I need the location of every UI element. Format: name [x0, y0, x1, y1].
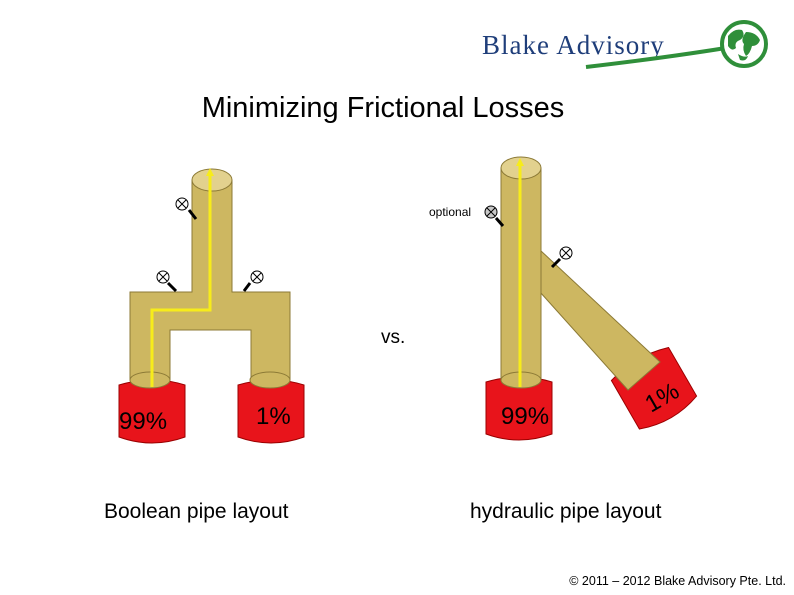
hydraulic-layout-caption: hydraulic pipe layout [470, 500, 662, 523]
logo-wordmark: Blake Advisory [482, 30, 665, 60]
pipe-left-top-opening [191, 168, 233, 192]
valve-icon [242, 270, 264, 292]
copyright-notice: © 2011 – 2012 Blake Advisory Pte. Ltd. [569, 574, 786, 588]
globe-icon [720, 20, 768, 68]
percent-left-tank-a: 99% [119, 408, 167, 435]
percent-left-tank-b: 1% [256, 403, 291, 430]
flow-arrow-left [150, 168, 214, 387]
percent-right-tank-a: 99% [501, 403, 549, 430]
valve-icon [156, 270, 178, 293]
valve-icon [550, 246, 573, 269]
boolean-layout-caption: Boolean pipe layout [104, 500, 289, 523]
pipe-left-outlet-a [129, 371, 171, 389]
valve-icon [484, 205, 505, 227]
valve-icon [175, 197, 198, 220]
hydraulic-pipe-layout: 99% 1% [484, 156, 698, 441]
optional-label: optional [429, 205, 472, 219]
vs-label: vs. [381, 327, 406, 348]
slide-title: Minimizing Frictional Losses [201, 92, 565, 124]
pipe-left-outlet-b [249, 371, 291, 389]
boolean-pipe-layout: 99% 1% [118, 168, 305, 444]
pipe-right-branch [539, 248, 661, 391]
blake-advisory-logo: Blake Advisory [482, 20, 768, 69]
